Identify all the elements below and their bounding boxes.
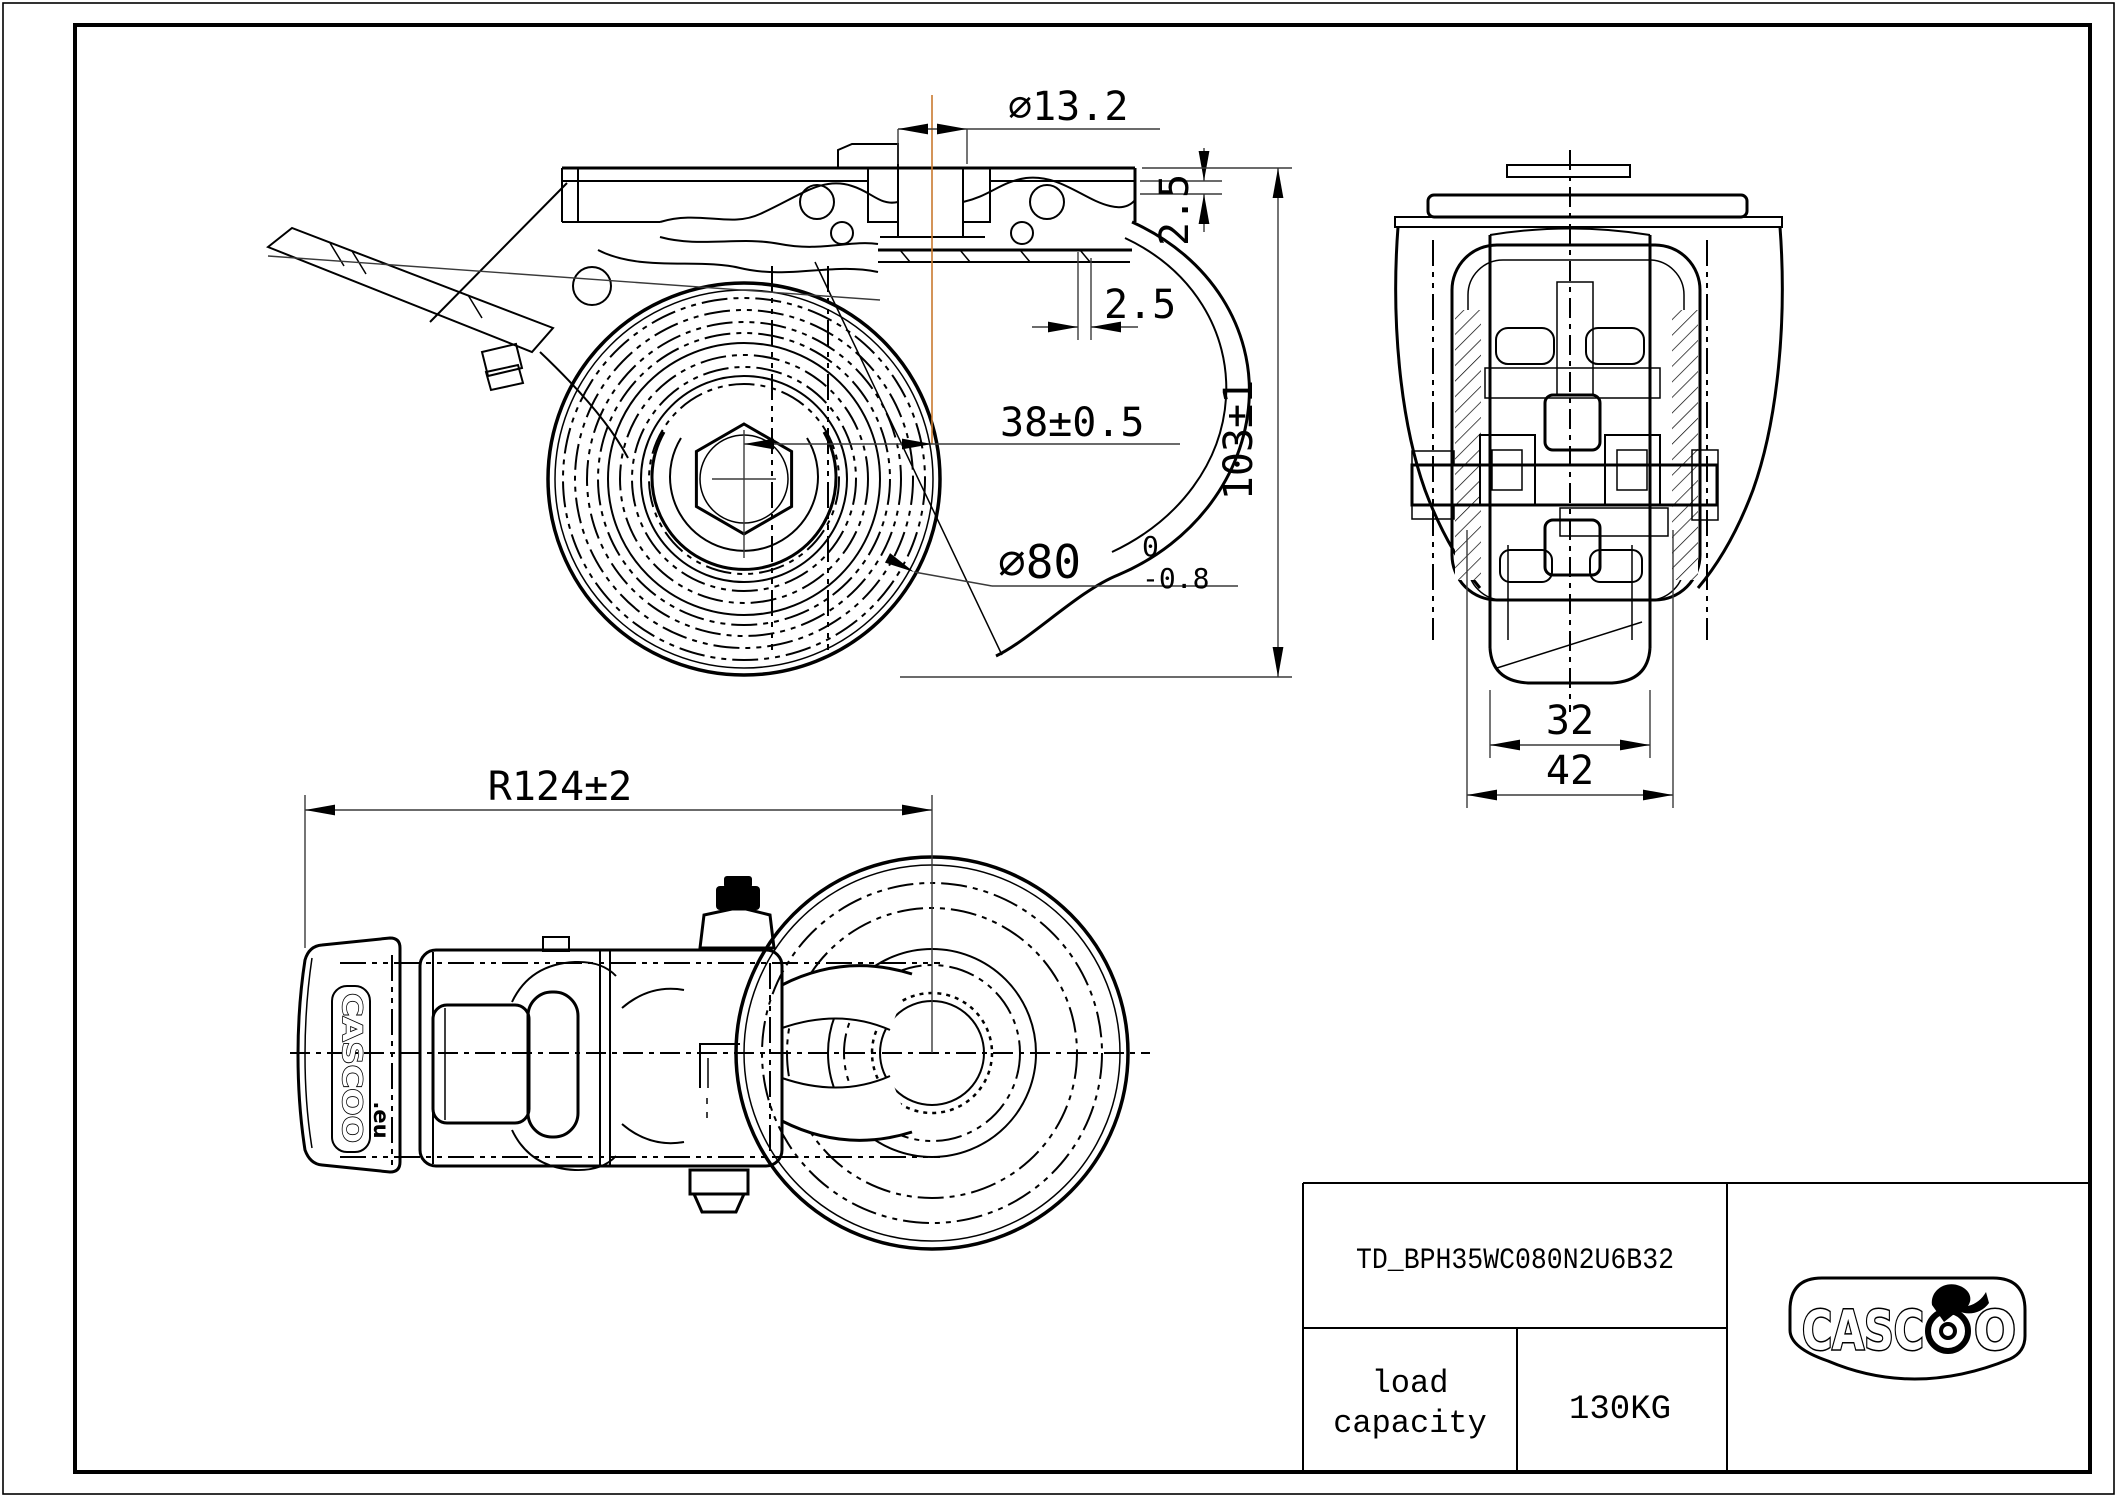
logo-swan-icon	[1931, 1284, 1989, 1322]
brake-lever	[266, 226, 881, 392]
plan-view: CASCOO .eu R124±2	[290, 764, 1150, 1251]
dim-wheel-offset: 38±0.5	[744, 400, 1180, 450]
side-view: ∅13.2 2.5 2.5 38±0.5	[266, 84, 1292, 678]
logo-text-suffix: O	[1974, 1299, 2016, 1362]
dim-swivel-radius: R124±2	[304, 764, 933, 1053]
cascoo-logo: CASC O	[1788, 1276, 2027, 1381]
logo-text-prefix: CASC	[1802, 1299, 1924, 1362]
logo-wheel-icon	[1925, 1284, 1989, 1354]
dim-plate-thickness-label: 2.5	[1152, 174, 1198, 246]
axle-bolt-plan	[688, 1168, 750, 1214]
dim-wheel-diameter-label: ∅80	[998, 535, 1081, 589]
load-capacity-label-line1: load	[1372, 1365, 1449, 1402]
dim-overall-height-label: 103±1	[1216, 380, 1262, 500]
dim-wheel-diameter-tol-upper: 0	[1142, 530, 1159, 563]
brake-pedal: CASCOO .eu	[296, 936, 402, 1174]
title-block: TD_BPH35WC080N2U6B32 load capacity 130KG…	[1302, 1182, 2090, 1472]
dim-hub-width-label: 42	[1546, 748, 1594, 794]
front-view: 32 42	[1394, 150, 1784, 808]
grease-fitting	[698, 876, 776, 950]
dim-swivel-radius-label: R124±2	[488, 764, 633, 810]
part-number: TD_BPH35WC080N2U6B32	[1356, 1244, 1674, 1278]
dim-wheel-offset-label: 38±0.5	[1000, 400, 1145, 446]
dim-tread-width-label: 32	[1546, 698, 1594, 744]
dim-plate-offset: 2.5	[1032, 252, 1176, 340]
load-capacity-label-line2: capacity	[1333, 1405, 1487, 1442]
dim-tread-width: 32	[1489, 690, 1651, 758]
dim-overall-height: 103±1	[900, 167, 1292, 678]
dim-wheel-diameter-tol-lower: -0.8	[1142, 562, 1209, 595]
plan-body	[418, 936, 784, 1172]
top-plate-section	[561, 143, 1137, 263]
logo-border	[1788, 1276, 2027, 1381]
front-axle	[1410, 449, 1719, 521]
pedal-logo-domain: .eu	[369, 1101, 393, 1138]
front-top-plate	[1394, 164, 1783, 228]
dim-bolt-hole: ∅13.2	[897, 84, 1160, 164]
dim-plate-thickness: 2.5	[1140, 148, 1222, 246]
front-tire-section	[1488, 227, 1652, 685]
fork-side	[429, 182, 1251, 658]
pedal-logo-text: CASCOO	[336, 993, 367, 1143]
load-capacity-value: 130KG	[1569, 1391, 1671, 1429]
front-hub-internals	[1479, 281, 1669, 583]
dim-wheel-diameter: ∅80 0 -0.8	[884, 530, 1238, 595]
dim-hub-width: 42	[1466, 530, 1674, 808]
dim-plate-offset-label: 2.5	[1104, 282, 1176, 328]
wheel-hub	[650, 389, 838, 571]
dim-bolt-hole-label: ∅13.2	[1008, 84, 1128, 130]
